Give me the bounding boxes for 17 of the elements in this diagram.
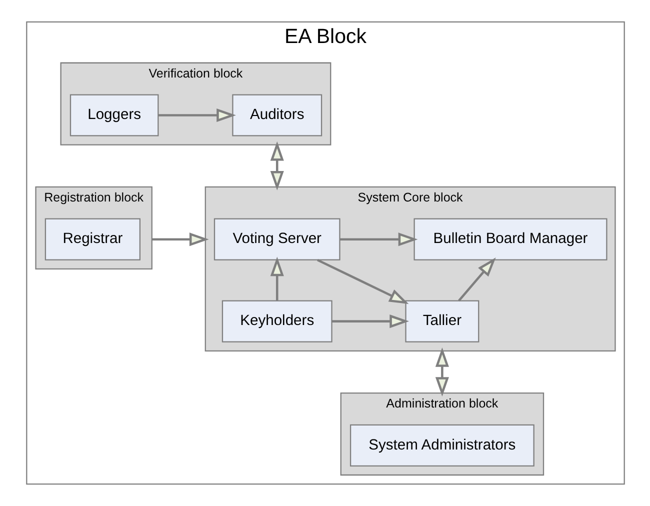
arrow (340, 232, 418, 246)
arrow (270, 141, 284, 190)
node-box: Loggers (69, 94, 158, 136)
arrow (434, 347, 448, 396)
node-box: System Administrators (349, 424, 534, 466)
node-box: Keyholders (221, 300, 332, 342)
node-box: Voting Server (213, 218, 340, 260)
arrow (158, 108, 236, 122)
arrow (316, 258, 408, 304)
arrow (270, 256, 284, 301)
node-box: Registrar (44, 218, 140, 260)
node-box: Tallier (404, 300, 479, 342)
node-box: Bulletin Board Manager (413, 218, 607, 260)
arrow (331, 314, 409, 328)
arrow (151, 232, 208, 246)
arrow (458, 258, 496, 302)
node-box: Auditors (232, 94, 322, 136)
